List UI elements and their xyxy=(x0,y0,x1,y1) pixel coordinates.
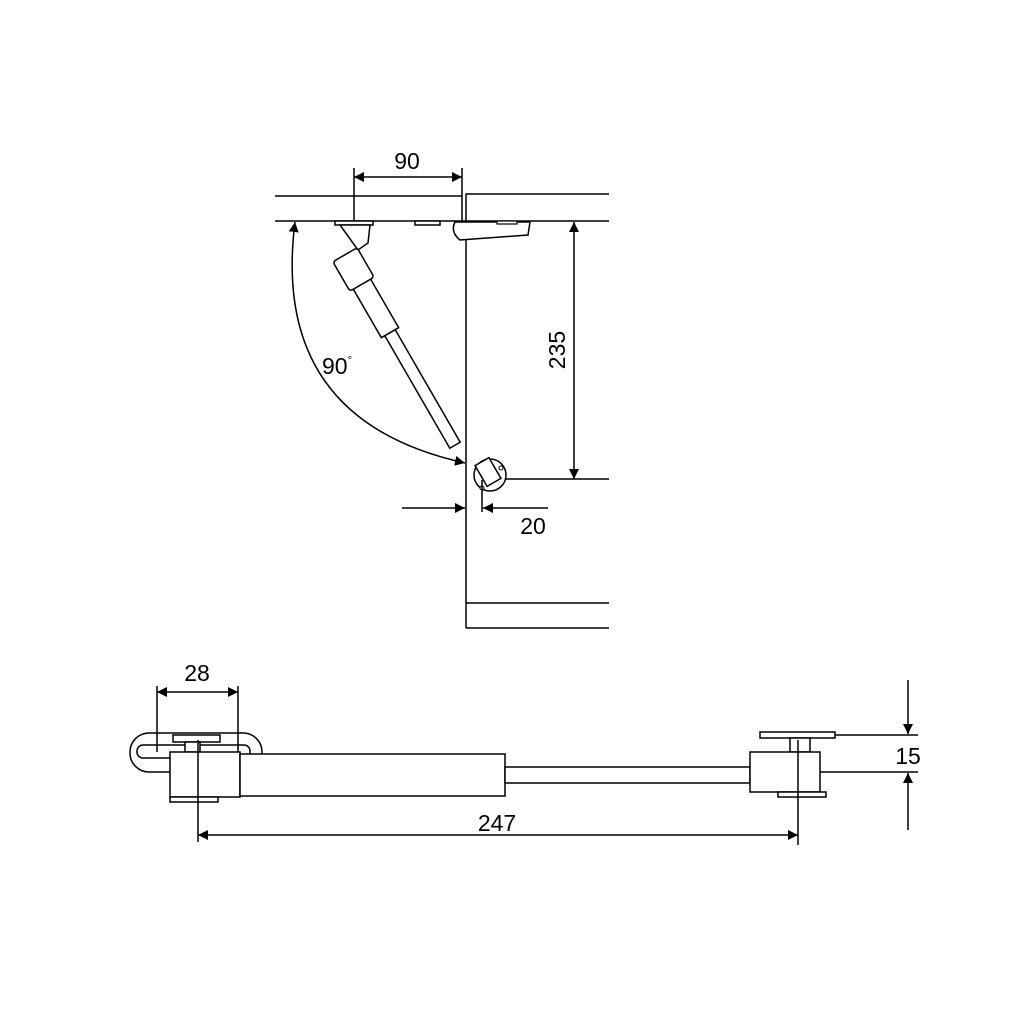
dimension-bracket: 28 xyxy=(156,660,239,752)
dimension-offset: 90 xyxy=(353,148,463,221)
dim-bracket-label: 28 xyxy=(184,660,210,686)
dim-plate-label: 15 xyxy=(895,743,921,769)
dimension-plate: 15 xyxy=(820,680,921,830)
strut-cylinder xyxy=(239,753,506,797)
strut-rod xyxy=(504,766,751,784)
center-lines xyxy=(197,740,799,845)
dimension-angle: 90° xyxy=(288,221,466,466)
dim-angle-label: 90° xyxy=(322,353,352,379)
dim-gap-label: 20 xyxy=(520,513,546,539)
cabinet-side-wall xyxy=(465,221,609,629)
dimension-gap: 20 xyxy=(402,480,548,539)
cabinet-lid xyxy=(275,193,609,222)
gas-strut-angled xyxy=(333,224,507,492)
dim-offset-label: 90 xyxy=(394,148,420,174)
dim-height-label: 235 xyxy=(544,331,570,369)
dimension-height: 235 xyxy=(505,222,609,480)
top-view: 90 235 90° 20 xyxy=(275,148,609,629)
left-mount-bracket xyxy=(129,732,263,803)
dim-length-label: 247 xyxy=(478,810,516,836)
right-mount-bracket xyxy=(749,731,836,798)
dimension-length: 247 xyxy=(198,810,798,840)
side-view: 28 247 15 xyxy=(129,660,921,845)
